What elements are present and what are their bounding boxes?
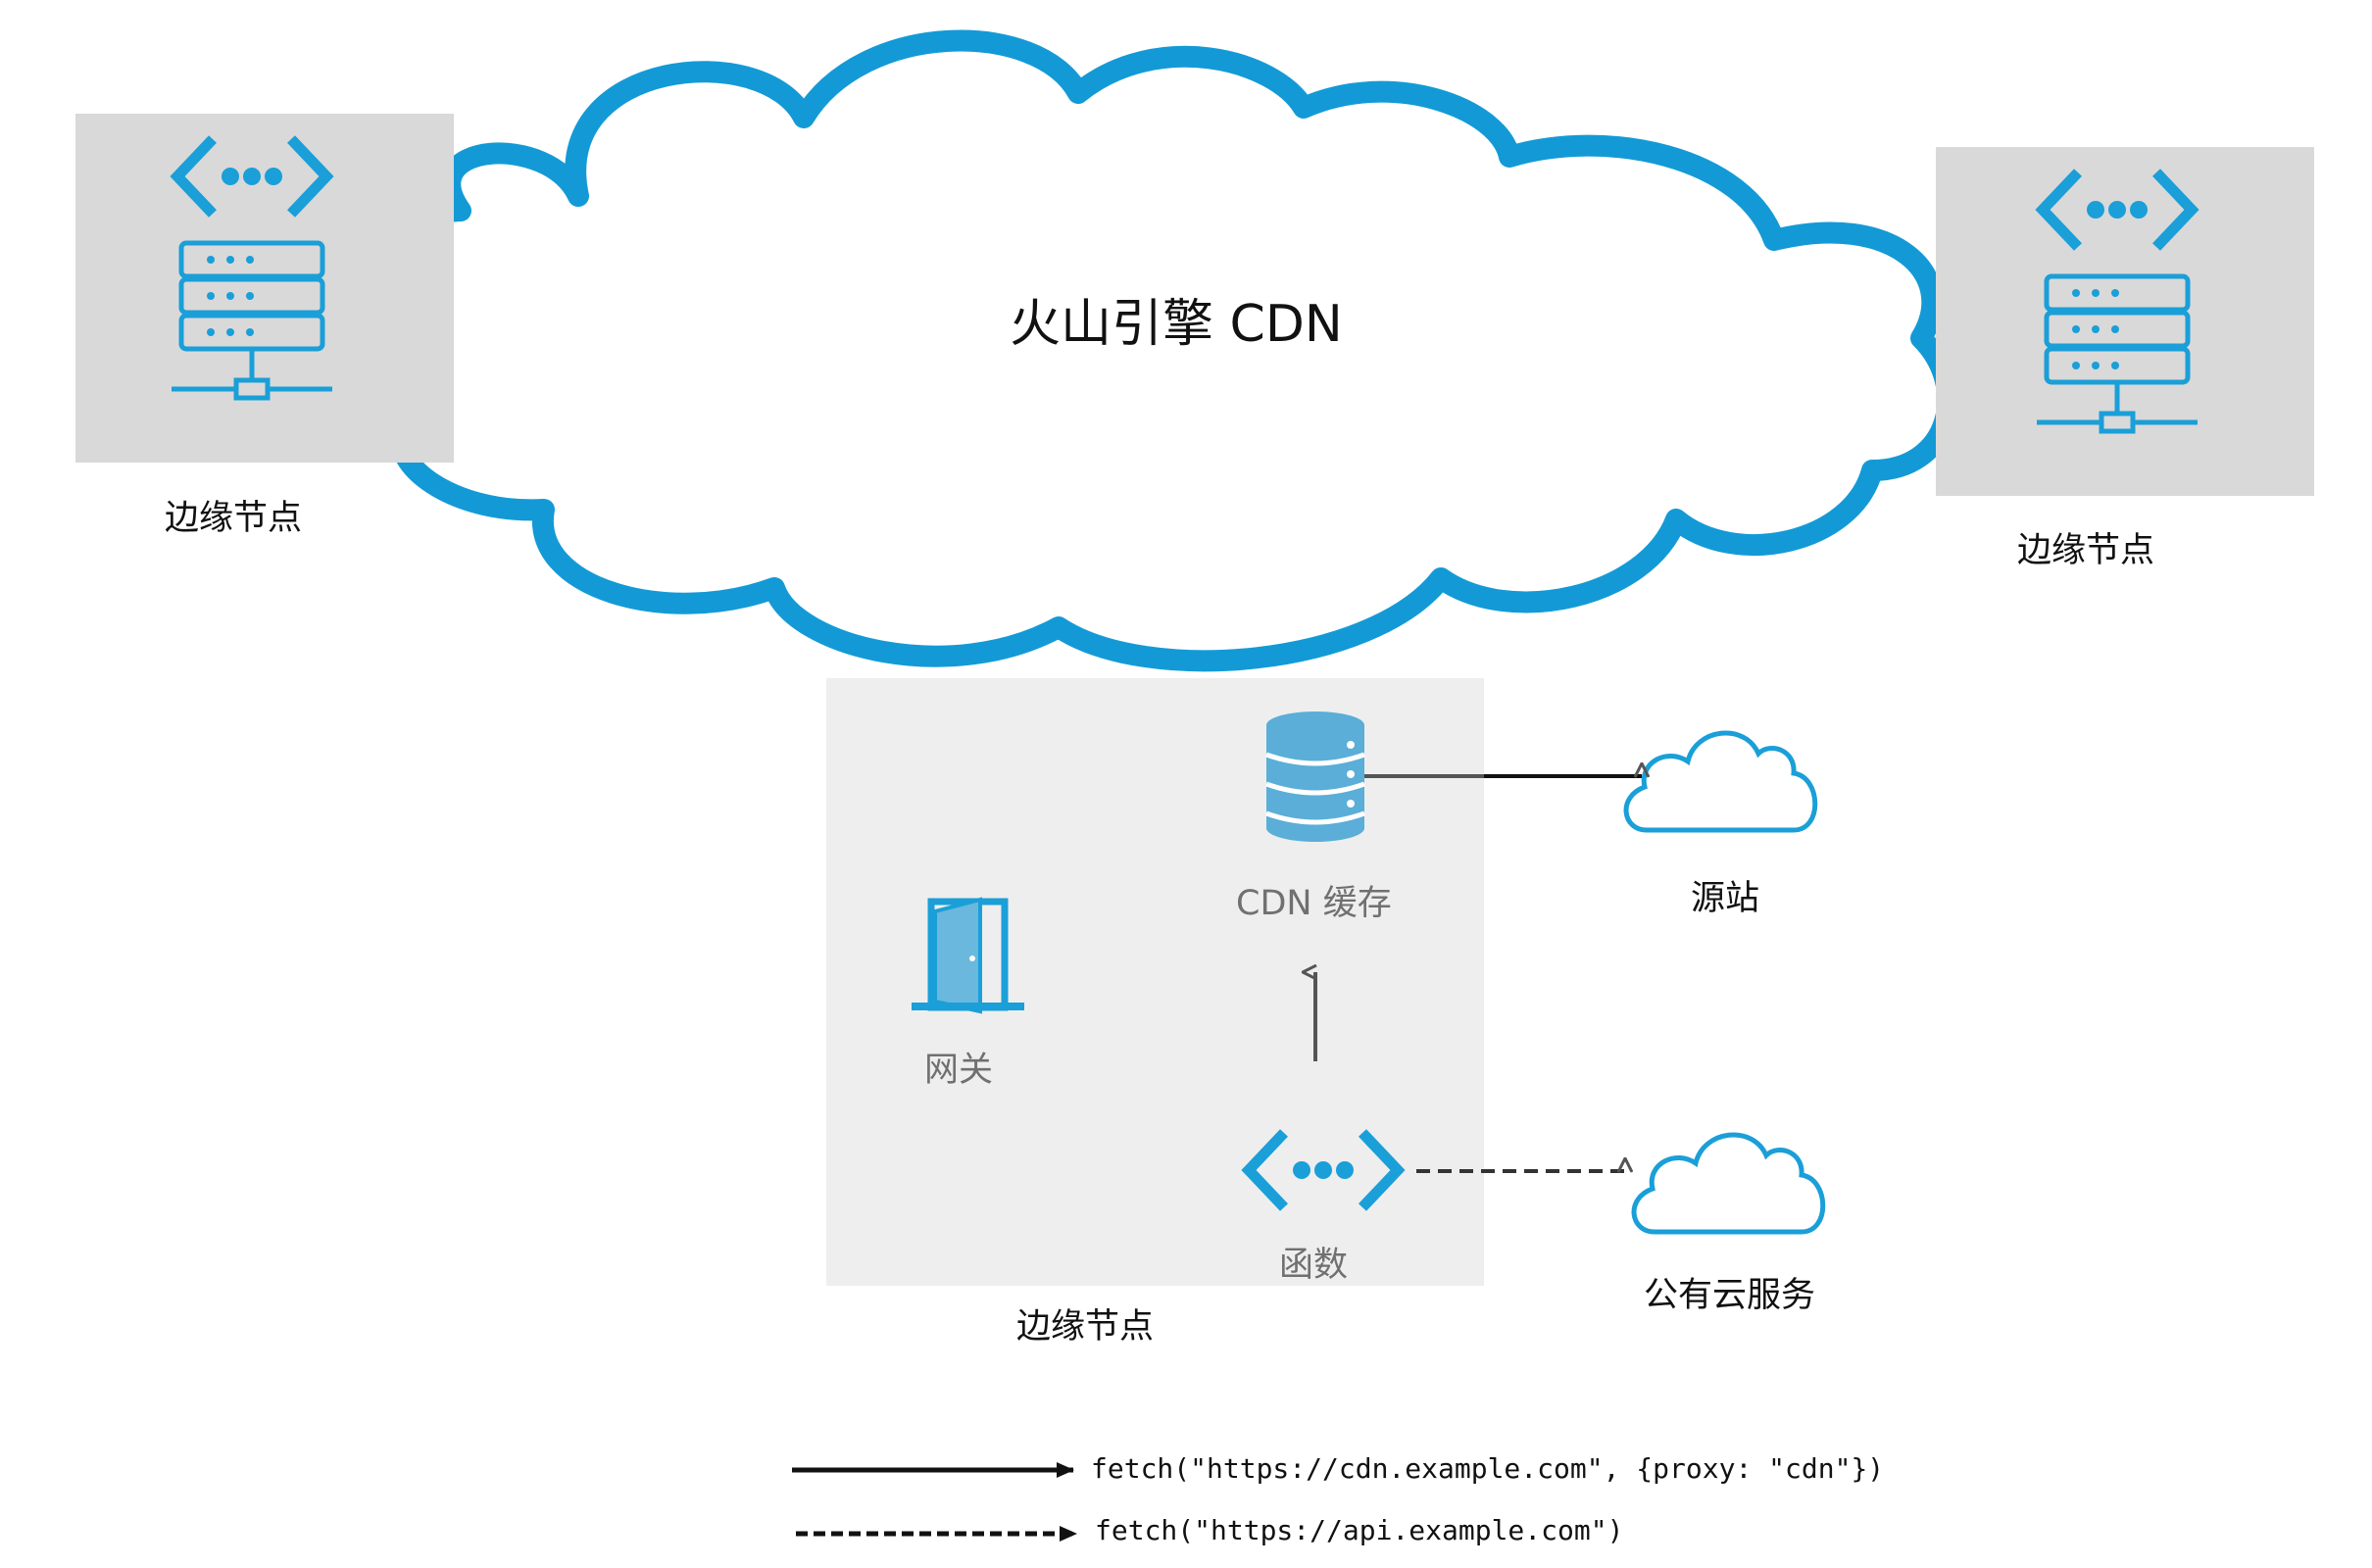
edge-node-left	[75, 114, 454, 463]
door-icon	[912, 897, 1024, 1014]
cdn-cache-label: CDN 缓存	[1236, 884, 1392, 923]
legend-solid-text: fetch("https://cdn.example.com", {proxy:…	[1091, 1452, 1885, 1485]
cdn-cloud	[321, 29, 1959, 672]
function-label: 函数	[1279, 1246, 1349, 1285]
edge-node-main	[826, 678, 1484, 1286]
database-icon	[1265, 711, 1365, 842]
edge-node-main-label: 边缘节点	[1016, 1307, 1155, 1347]
edge-node-right-label: 边缘节点	[2017, 531, 2155, 570]
edge-node-left-label: 边缘节点	[165, 499, 303, 538]
edge-node-right	[1936, 147, 2314, 496]
legend-dashed-text: fetch("https://api.example.com")	[1095, 1514, 1624, 1546]
gateway-label: 网关	[924, 1051, 994, 1090]
cloud-icon	[1626, 733, 1815, 830]
public-cloud-label: 公有云服务	[1644, 1276, 1816, 1315]
cloud-icon	[1634, 1135, 1823, 1232]
origin-label: 源站	[1691, 879, 1760, 918]
cdn-cloud-title: 火山引擎 CDN	[1010, 295, 1343, 354]
